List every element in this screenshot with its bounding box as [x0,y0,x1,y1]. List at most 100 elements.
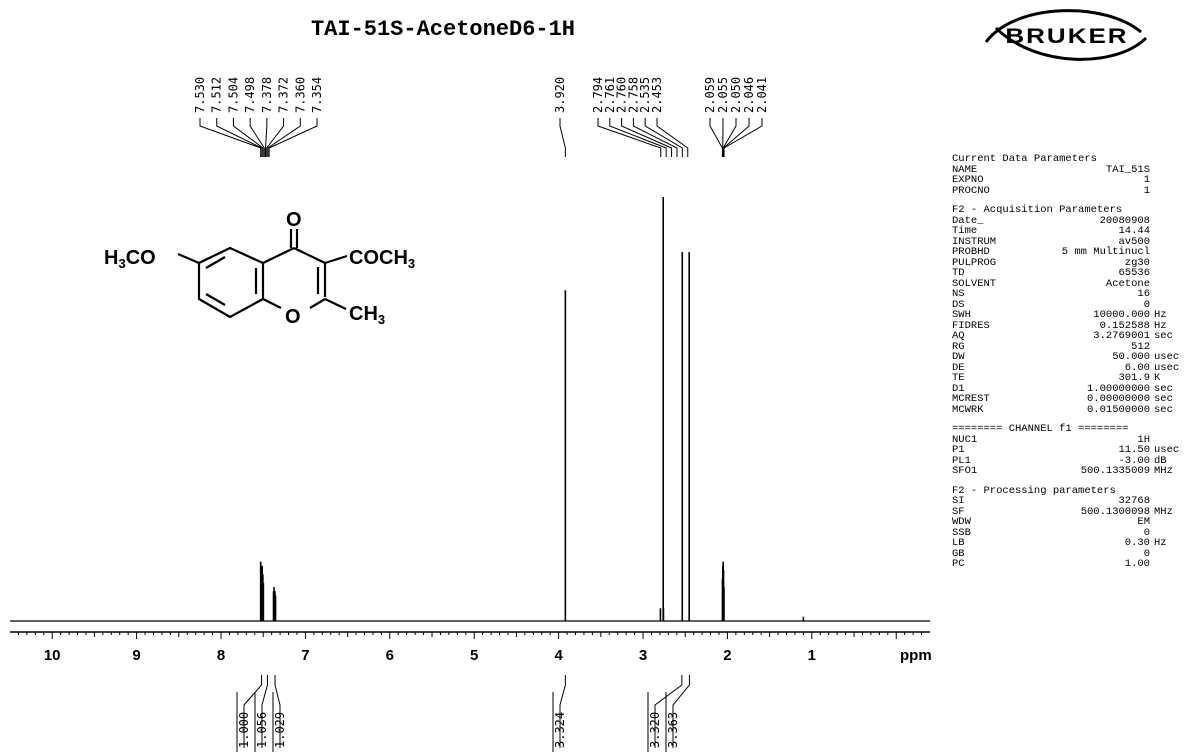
peak-label-0-7: 7.354 [310,77,324,113]
x-tick-label: 1 [808,647,816,664]
param-value: 0.152588 [1099,319,1150,332]
param-unit [1150,237,1182,248]
acetyl-group-label: COCH3 [349,247,415,271]
param-key: INSTRUM [952,235,997,248]
param-unit [1150,258,1182,269]
param-key: DS [952,298,965,311]
integral-bracket [243,675,263,748]
param-unit [1150,165,1182,176]
param-unit [1150,559,1182,570]
param-value: 32768 [1118,495,1150,507]
param-key: D1 [952,382,965,395]
param-unit: dB [1154,454,1167,467]
param-value: -3.00 [1118,454,1150,467]
param-value: 0.30 [1124,537,1150,549]
x-tick-label: 5 [470,647,478,664]
param-value: 1 [1143,174,1150,186]
processing-parameters-title: F2 - Processing parameters [952,484,1116,497]
param-key: NAME [952,163,978,176]
param-value: 0 [1143,526,1150,539]
param-unit [1150,289,1182,300]
param-value: 14.44 [1118,225,1150,237]
peak-label-2-1: 2.761 [603,77,617,113]
peak-label-0-2: 7.504 [226,77,240,113]
peak-connector [267,118,301,157]
param-unit: MHz [1154,505,1173,518]
peak-label-0-0: 7.530 [193,77,207,113]
peak-label-2-4: 2.535 [638,77,652,113]
param-unit: sec [1154,330,1173,342]
param-key: Date_ [952,214,984,227]
integral-bracket [559,675,566,748]
param-key: DE [952,361,965,374]
peak-connector [249,118,265,157]
param-value: 0 [1143,298,1150,311]
peak-label-2-3: 2.758 [626,77,640,113]
param-unit [1150,216,1182,227]
param-value: 5 mm Multinucl [1061,246,1150,258]
param-key: GB [952,547,965,560]
param-value: EM [1137,516,1150,528]
param-key: EXPNO [952,174,984,186]
param-unit [1150,247,1182,258]
peak-connector [656,118,689,157]
param-key: P1 [952,444,965,456]
param-key: TE [952,372,965,384]
peak-connector [559,118,566,157]
param-unit [1150,268,1182,279]
param-unit [1150,517,1182,528]
acetyl-bond [324,254,348,265]
x-tick-label: 3 [639,647,647,664]
peak-label-3-4: 2.041 [755,77,769,113]
param-key: AQ [952,330,965,342]
peak-label-3-3: 2.046 [742,77,756,113]
param-value: Acetone [1105,277,1150,290]
param-key: MCWRK [952,403,984,416]
pyranone-bond-2 [293,247,326,264]
param-unit: Hz [1154,309,1167,321]
param-value: 0.00000000 [1086,393,1150,405]
param-row-date: Date_20080908 [952,214,1182,227]
peak-label-0-4: 7.378 [260,77,274,113]
param-key: MCREST [952,393,990,405]
x-tick-label: 4 [554,647,563,664]
peak-connector [621,118,673,157]
param-key: SFO1 [952,465,978,477]
param-row-expno: EXPNO 1 [952,175,1182,186]
param-key: RG [952,340,965,353]
x-tick-label: 10 [44,647,61,664]
molecule-structure [177,229,348,319]
peak-connector [266,118,285,157]
peak-connector [632,118,678,157]
peak-connector [232,118,264,157]
param-key: PULPROG [952,256,997,269]
peak-connector [709,118,723,157]
param-unit [1150,279,1182,290]
methoxy-bond [177,252,200,265]
param-unit: sec [1154,382,1173,395]
carbonyl-oxygen-label: O [286,209,302,231]
peak-label-3-2: 2.050 [729,77,743,113]
integral-bracket [654,675,683,748]
param-value: 65536 [1118,267,1150,279]
x-tick-label: 9 [132,647,140,664]
integral-bracket [672,675,690,748]
param-unit [1150,226,1182,237]
